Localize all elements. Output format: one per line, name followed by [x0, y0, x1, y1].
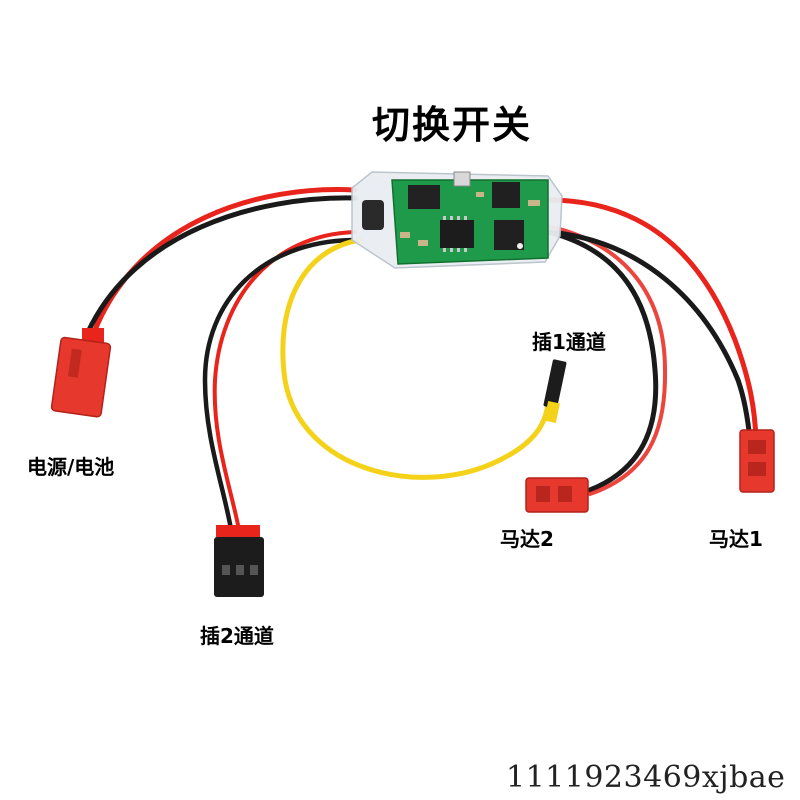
channel1-label: 插1通道 — [532, 330, 606, 354]
power-label: 电源/电池 — [27, 455, 115, 479]
power-jst-connector — [50, 328, 112, 418]
motor2-label: 马达2 — [500, 527, 554, 551]
motor1-black-wire — [545, 229, 753, 443]
motor2-red-wire — [546, 224, 668, 496]
watermark: 1111923469xjbae — [506, 760, 786, 795]
motor1-jst-connector — [739, 429, 775, 493]
motor1-red-wire — [545, 197, 759, 443]
yellow-signal-wire — [280, 237, 551, 480]
ch2-servo-connector — [214, 525, 264, 597]
motor1-label: 马达1 — [709, 527, 763, 551]
ch2-red-wire — [212, 230, 357, 537]
motor2-black-wire — [545, 229, 659, 493]
motor2-jst-connector — [525, 477, 589, 513]
channel2-label: 插2通道 — [200, 624, 274, 648]
title: 切换开关 — [372, 103, 533, 147]
ch1-pin-connector — [543, 359, 567, 424]
ch2-black-wire — [202, 237, 355, 538]
power-black-wire — [85, 195, 358, 335]
switch-module — [351, 171, 563, 269]
